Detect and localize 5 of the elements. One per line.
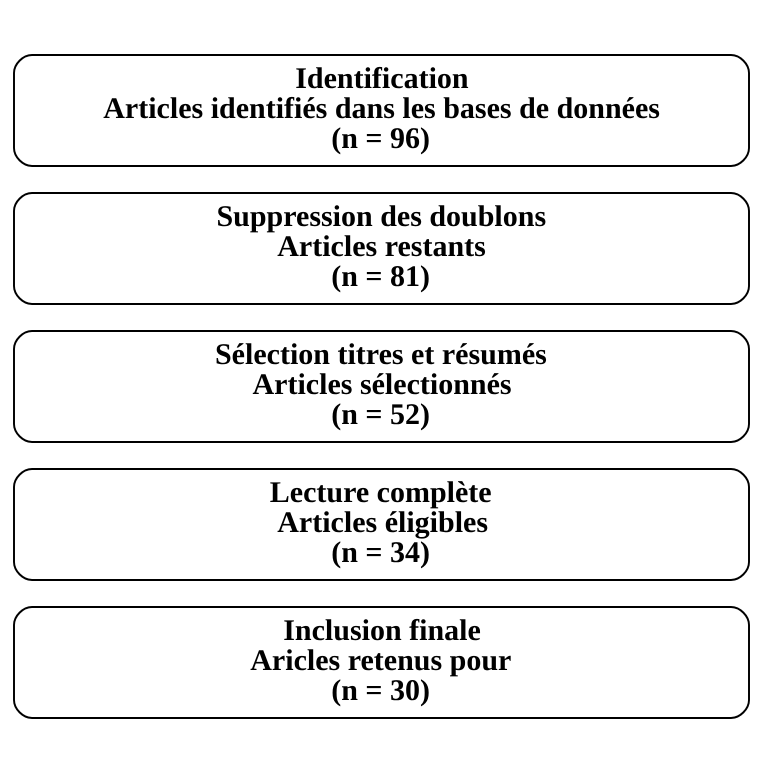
node-box: Lecture complète Articles éligibles (n = 34)	[13, 468, 750, 581]
node-box: Inclusion finale Aricles retenus pour (n = 30)	[13, 606, 750, 719]
node-box: Identification Articles identifiés dans les bases de données (n = 96)	[13, 54, 750, 167]
node-box: Suppression des doublons Articles restants (n = 81)	[13, 192, 750, 305]
node-box: Sélection titres et résumés Articles sélectionnés (n = 52)	[13, 330, 750, 443]
